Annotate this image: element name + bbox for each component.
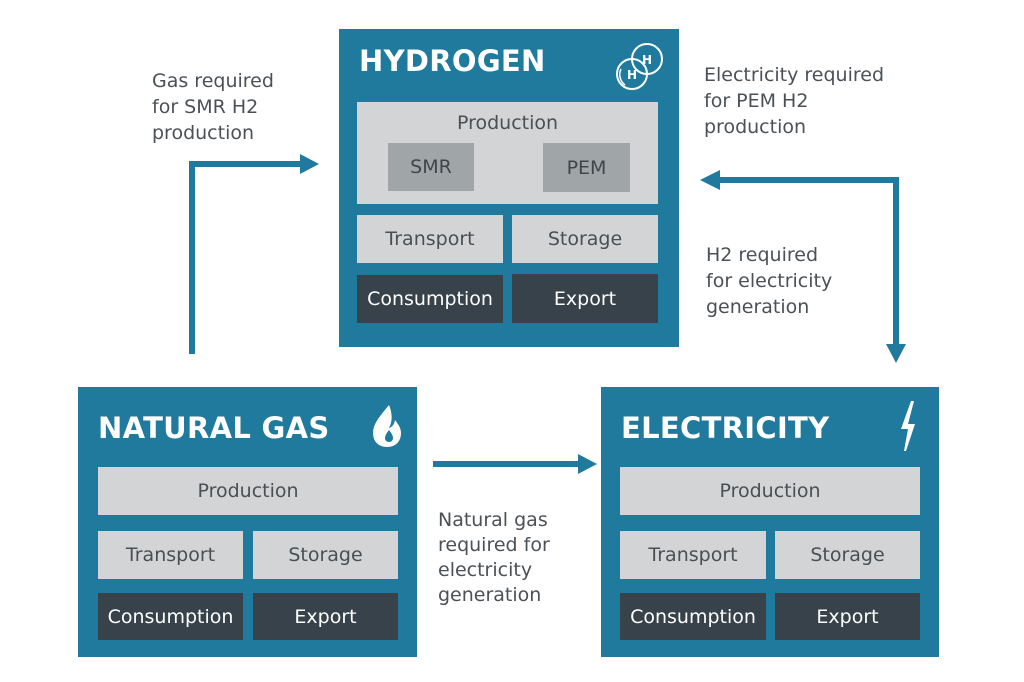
natural-gas-export: Export [253,593,398,640]
note-gas-for-electricity: Natural gas required for electricity gen… [438,509,550,606]
natural-gas-title: NATURAL GAS [98,411,330,445]
hydrogen-molecule-icon: H H [616,43,663,90]
hydrogen-production-block: Production SMR PEM [357,102,658,204]
arrow-hydrogen-electricity-loop [700,170,906,363]
electricity-transport: Transport [620,531,766,579]
electricity-export: Export [775,593,920,640]
hydrogen-storage: Storage [512,215,658,263]
natural-gas-consumption: Consumption [98,593,243,640]
svg-text:H: H [627,68,637,82]
electricity-storage: Storage [775,531,920,579]
gas-flame-drop-icon [373,405,401,447]
electricity-sector: ELECTRICITY Production Transport Storage… [601,387,939,657]
hydrogen-production-smr: SMR [388,143,474,191]
hydrogen-production-label: Production [456,112,559,134]
hydrogen-production-pem: PEM [543,143,630,192]
arrow-gas-to-hydrogen [189,154,319,354]
natural-gas-transport: Transport [98,531,243,579]
electricity-production: Production [620,467,920,515]
lightning-bolt-icon [901,401,915,451]
note-electricity-for-pem: Electricity required for PEM H2 producti… [704,64,885,138]
arrow-gas-to-electricity [433,454,597,474]
hydrogen-consumption: Consumption [357,275,503,323]
note-h2-for-electricity: H2 required for electricity generation [706,244,833,318]
natural-gas-production: Production [98,467,398,515]
hydrogen-title: HYDROGEN [359,44,546,78]
natural-gas-storage: Storage [253,531,398,579]
hydrogen-sector: HYDROGEN H H Production SMR PEM Transpor… [339,29,679,347]
hydrogen-transport: Transport [357,215,503,263]
electricity-consumption: Consumption [620,593,766,640]
svg-text:H: H [642,53,652,67]
note-gas-for-smr: Gas required for SMR H2 production [152,70,274,144]
electricity-title: ELECTRICITY [621,411,830,445]
hydrogen-export: Export [512,274,658,323]
natural-gas-sector: NATURAL GAS Production Transport Storage… [78,387,417,657]
